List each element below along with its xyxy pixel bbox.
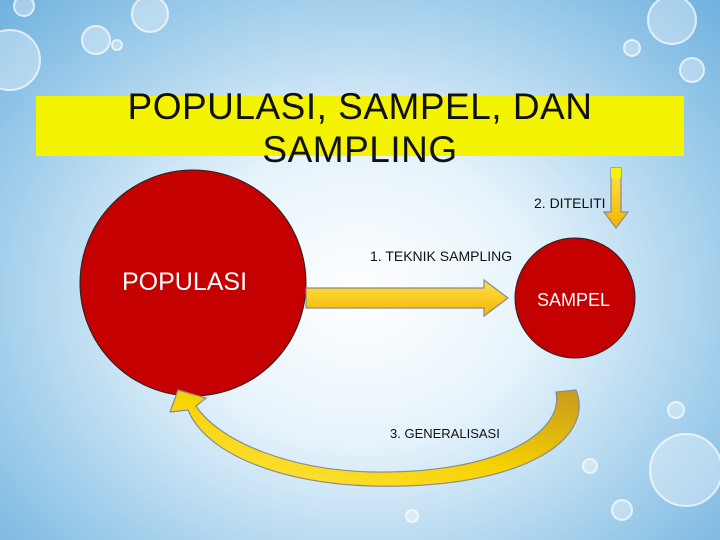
bubble-decoration bbox=[405, 509, 419, 523]
bubble-decoration bbox=[649, 433, 720, 507]
sampel-node bbox=[514, 237, 636, 359]
bubble-decoration bbox=[623, 39, 641, 57]
bubble-decoration bbox=[679, 57, 705, 83]
bubble-decoration bbox=[13, 0, 35, 17]
teknik-sampling-arrow bbox=[305, 278, 509, 318]
bubble-decoration bbox=[667, 401, 685, 419]
page-title: POPULASI, SAMPEL, DAN SAMPLING bbox=[127, 86, 593, 170]
generalisasi-label: 3. GENERALISASI bbox=[390, 426, 500, 441]
bubble-decoration bbox=[647, 0, 697, 45]
populasi-label: POPULASI bbox=[122, 268, 248, 296]
bubble-decoration bbox=[111, 39, 123, 51]
title-background bbox=[36, 96, 684, 156]
sampel-label: SAMPEL bbox=[537, 290, 611, 310]
bubble-decoration bbox=[0, 29, 41, 91]
diteliti-label: 2. DITELITI bbox=[534, 195, 606, 211]
generalisasi-arrow bbox=[169, 389, 580, 487]
bubble-decoration bbox=[131, 0, 169, 33]
teknik-sampling-label: 1. TEKNIK SAMPLING bbox=[370, 248, 513, 264]
bubble-decoration bbox=[582, 458, 598, 474]
diteliti-arrow-top bbox=[611, 168, 621, 178]
bubble-decoration bbox=[81, 25, 111, 55]
bubble-decoration bbox=[611, 499, 633, 521]
